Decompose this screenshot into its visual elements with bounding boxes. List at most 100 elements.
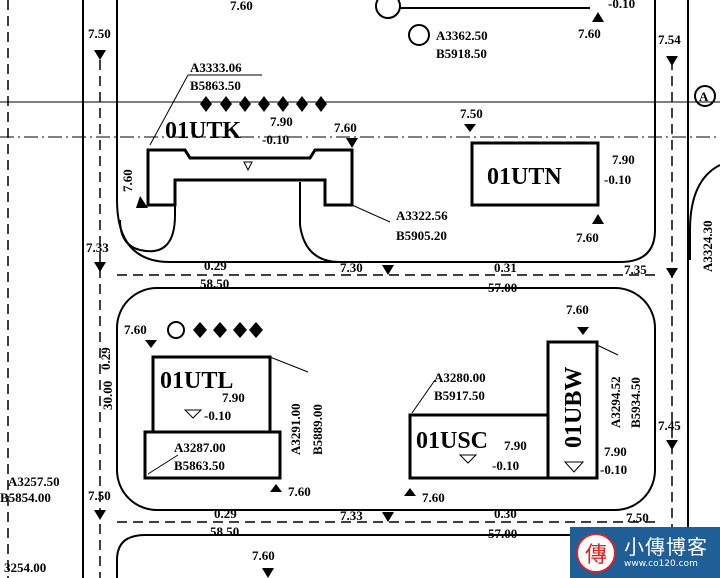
- elevation-marker-icon: [464, 124, 476, 132]
- label: 7.90: [612, 152, 635, 167]
- label: -0.10: [262, 132, 289, 147]
- elevation-marker-icon: [94, 262, 106, 272]
- leader-line: [147, 454, 179, 475]
- label: 57.00: [488, 526, 517, 541]
- label: 0.29: [214, 506, 237, 521]
- label: 7.90: [222, 390, 245, 405]
- building-name-01utn: 01UTN: [487, 164, 562, 190]
- elevation-marker-icon: [183, 409, 203, 419]
- label: B5917.50: [434, 388, 485, 403]
- building-01utl-annex-outline: [143, 430, 282, 480]
- label: 7.60: [566, 302, 589, 317]
- label: 7.50: [88, 26, 111, 41]
- watermark: 傳 小傳博客 www.co120.com: [570, 527, 720, 578]
- label: A3322.56: [396, 208, 448, 223]
- elevation-marker-icon: [666, 56, 678, 66]
- label: 0.31: [494, 260, 517, 275]
- label: 7.50: [460, 106, 483, 121]
- leader-line: [411, 379, 436, 414]
- label: 7.60: [578, 26, 601, 41]
- elevation-marker-icon: [563, 461, 585, 473]
- label: 0.30: [494, 506, 517, 521]
- elevation-marker-icon: [145, 340, 157, 348]
- label: 0.29: [204, 258, 227, 273]
- label: 7.60: [576, 230, 599, 245]
- building-name-01utk: 01UTK: [165, 118, 241, 144]
- label: 7.45: [658, 418, 681, 433]
- label: 7.35: [624, 262, 647, 277]
- building-01ubw-outline: [546, 340, 599, 480]
- label: -0.10: [600, 462, 627, 477]
- elevation-marker-icon: [262, 568, 274, 578]
- label: 58.50: [210, 524, 239, 539]
- label: B5889.00: [310, 404, 325, 455]
- label: -0.10: [608, 0, 635, 11]
- label: A3362.50: [436, 28, 488, 43]
- elevation-marker-icon: [592, 12, 604, 22]
- watermark-title: 小傳博客: [624, 534, 708, 559]
- label: B5934.50: [628, 377, 643, 428]
- building-name-01utl: 01UTL: [160, 368, 233, 394]
- label: B5863.50: [174, 458, 225, 473]
- building-name-01usc: 01USC: [416, 428, 488, 454]
- label: 7.60: [124, 322, 147, 337]
- label: 7.54: [658, 32, 681, 47]
- building-01utk-outline: [146, 148, 354, 207]
- fence-diamonds: [200, 96, 327, 112]
- driveway-curve: [119, 205, 176, 253]
- label: -0.10: [604, 172, 631, 187]
- elevation-marker-icon: [346, 138, 358, 148]
- label: A3291.00: [288, 403, 303, 455]
- elevation-marker-icon: [592, 214, 604, 224]
- lower-block-edge: [116, 534, 640, 578]
- label: 58.50: [200, 276, 229, 291]
- label: A3287.00: [174, 440, 226, 455]
- manhole-icon: [408, 24, 430, 46]
- label: 7.90: [604, 444, 627, 459]
- building-01utn-outline: [470, 141, 600, 207]
- label: B5863.50: [190, 78, 241, 93]
- elevation-marker-icon: [666, 268, 678, 278]
- right-curve: [689, 164, 720, 260]
- label: 7.60: [252, 548, 275, 563]
- fence-diamonds: [193, 322, 263, 338]
- label: 30.00: [100, 381, 115, 410]
- label: 7.60: [334, 120, 357, 135]
- grid-marker-label: A: [699, 89, 709, 104]
- label: 7.60: [230, 0, 253, 13]
- label: 7.30: [340, 260, 363, 275]
- label: 7.33: [340, 508, 363, 523]
- elevation-marker-icon: [94, 510, 106, 520]
- leader-line: [351, 204, 391, 223]
- elevation-marker-icon: [243, 161, 253, 172]
- elevation-marker-icon: [94, 50, 106, 60]
- elevation-marker-icon: [270, 484, 282, 492]
- manhole-icon: [375, 0, 401, 19]
- leader-line: [149, 74, 189, 146]
- label: 57.00: [488, 280, 517, 295]
- label: B5854.00: [0, 490, 51, 505]
- label: 7.60: [288, 484, 311, 499]
- leader-line: [596, 344, 619, 356]
- building-name-01ubw: 01UBW: [561, 367, 587, 448]
- elevation-marker-icon: [382, 512, 394, 522]
- label: 7.90: [504, 438, 527, 453]
- label: 7.33: [86, 240, 109, 255]
- label: 7.50: [626, 510, 649, 525]
- label: 7.50: [88, 488, 111, 503]
- label: A3280.00: [434, 370, 486, 385]
- elevation-marker-icon: [404, 488, 416, 496]
- label: A3294.52: [608, 376, 623, 428]
- middle-block-edge: [116, 287, 656, 511]
- manhole-icon: [167, 321, 185, 339]
- label: B5918.50: [436, 46, 487, 61]
- watermark-url: www.co120.com: [624, 558, 698, 569]
- elevation-marker-icon: [382, 265, 394, 275]
- label: 7.60: [422, 490, 445, 505]
- elevation-marker-icon: [458, 454, 478, 464]
- label: B5905.20: [396, 228, 447, 243]
- label: A3333.06: [190, 60, 242, 75]
- elevation-marker-icon: [136, 196, 148, 208]
